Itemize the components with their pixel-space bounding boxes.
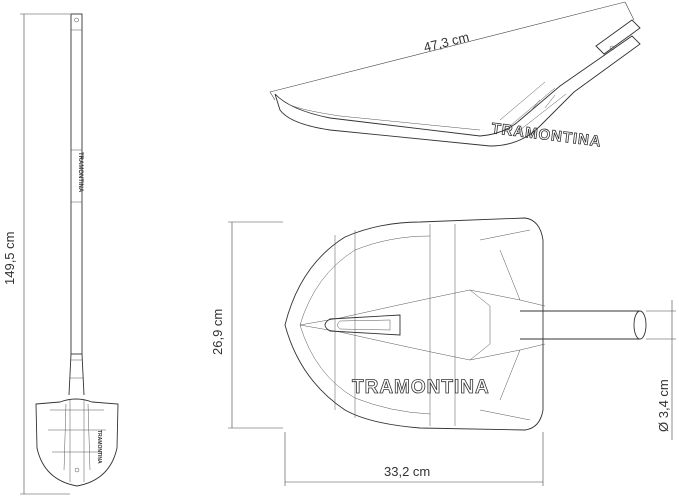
small-blade-label: TRAMONTINA	[96, 430, 102, 464]
blade-width-label: 33,2 cm	[384, 464, 430, 479]
total-length-label: 149,5 cm	[2, 232, 17, 285]
full-shovel-view: TRAMONTINA TRAMONTINA 149,5 cm	[2, 13, 119, 495]
profile-blade	[274, 35, 641, 147]
blade-top-view: TRAMONTINA 26,9 cm 33,2 cm Ø 3,4 cm	[210, 217, 676, 486]
blade-length-label: 47,3 cm	[422, 29, 471, 55]
profile-brand-label: TRAMONTINA	[491, 120, 603, 150]
handle-brand-label: TRAMONTINA	[77, 152, 83, 193]
handle-diameter-label: Ø 3,4 cm	[656, 379, 671, 432]
blade-height-label: 26,9 cm	[210, 309, 225, 355]
small-blade	[35, 398, 119, 487]
blade-brand-label: TRAMONTINA	[352, 377, 490, 398]
handle-hole	[74, 17, 79, 23]
top-blade-outline	[284, 217, 544, 431]
side-profile-view: TRAMONTINA 47,3 cm	[269, 1, 641, 151]
